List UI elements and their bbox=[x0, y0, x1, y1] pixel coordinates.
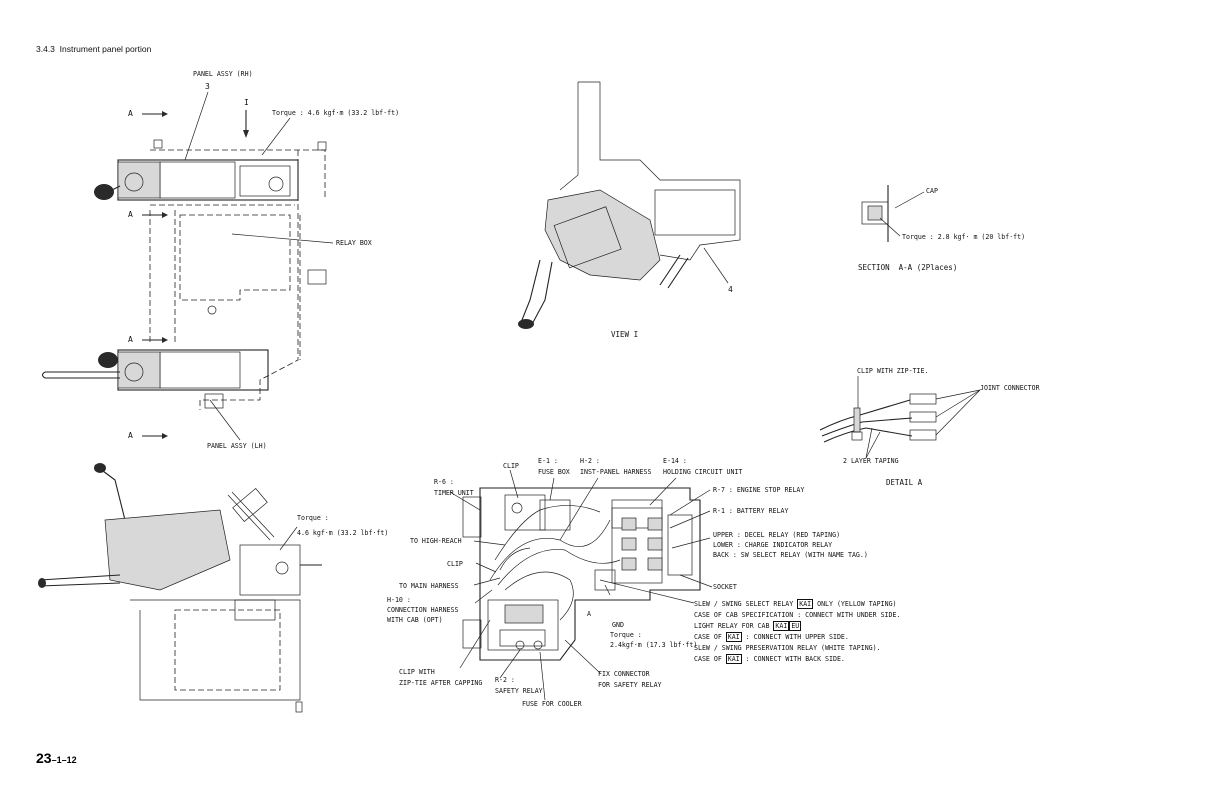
label-torque-lower-2: 4.6 kgf·m (33.2 lbf·ft) bbox=[297, 529, 389, 537]
label-clip-mid: CLIP bbox=[447, 560, 463, 568]
label-r1: R-1 : BATTERY RELAY bbox=[713, 507, 789, 515]
label-clip-with: CLIP WITH bbox=[399, 668, 435, 676]
note-slew-line4-pre: CASE OF bbox=[694, 633, 726, 641]
label-back: BACK : SW SELECT RELAY (WITH NAME TAG.) bbox=[713, 551, 868, 559]
note-slew-line3-pre: LIGHT RELAY FOR CAB bbox=[694, 622, 774, 630]
label-gnd-torque-value: 2.4kgf·m (17.3 lbf·ft) bbox=[610, 641, 698, 649]
label-clip-top: CLIP bbox=[503, 462, 519, 470]
label-zip-tie-after-capping: ZIP-TIE AFTER CAPPING bbox=[399, 679, 483, 687]
label-section-mark-a1: A bbox=[128, 109, 133, 118]
label-section-mark-a3: A bbox=[128, 335, 133, 344]
label-upper: UPPER : DECEL RELAY (RED TAPING) bbox=[713, 531, 841, 539]
note-slew-line1: SLEW / SWING SELECT RELAY KAI ONLY (YELL… bbox=[694, 599, 897, 609]
label-r2-name: SAFETY RELAY bbox=[495, 687, 543, 695]
label-cap: CAP bbox=[926, 187, 938, 195]
label-to-main-harness: TO MAIN HARNESS bbox=[399, 582, 459, 590]
view-i-drawing bbox=[518, 81, 741, 329]
section-aa-drawing bbox=[861, 185, 925, 242]
page-number: 23–1–12 bbox=[36, 750, 77, 768]
label-joint-connector: JOINT CONNECTOR bbox=[980, 384, 1040, 392]
panel-top-view bbox=[41, 91, 334, 441]
note-slew-line4: CASE OF KAI : CONNECT WITH UPPER SIDE. bbox=[694, 632, 849, 642]
note-slew-line6: CASE OF KAI : CONNECT WITH BACK SIDE. bbox=[694, 654, 845, 664]
note-slew-line2: CASE OF CAB SPECIFICATION : CONNECT WITH… bbox=[694, 611, 901, 619]
label-e14-code: E-14 : bbox=[663, 457, 687, 465]
note-slew-line1-post: ONLY (YELLOW TAPING) bbox=[813, 600, 897, 608]
note-slew-line6-pre: CASE OF bbox=[694, 655, 726, 663]
label-gnd: GND bbox=[612, 621, 624, 629]
kai-box-4: KAI bbox=[725, 654, 742, 664]
note-slew-line6-post: : CONNECT WITH BACK SIDE. bbox=[741, 655, 845, 663]
label-socket: SOCKET bbox=[713, 583, 737, 591]
label-r7: R-7 : ENGINE STOP RELAY bbox=[713, 486, 805, 494]
label-torque-lower-1: Torque : bbox=[297, 514, 329, 522]
label-2-layer-taping: 2 LAYER TAPING bbox=[843, 457, 899, 465]
label-torque-top: Torque : 4.6 kgf·m (33.2 lbf·ft) bbox=[272, 109, 400, 117]
label-item-4: 4 bbox=[728, 285, 733, 294]
page-number-sub: –1–12 bbox=[51, 755, 77, 765]
note-slew-line4-post: : CONNECT WITH UPPER SIDE. bbox=[741, 633, 849, 641]
detail-a-title: DETAIL A bbox=[886, 478, 923, 487]
label-e1-name: FUSE BOX bbox=[538, 468, 570, 476]
section-aa-title: SECTION A-A (2Places) bbox=[858, 263, 958, 272]
kai-box-1: KAI bbox=[797, 599, 814, 609]
label-section-mark-a2: A bbox=[128, 210, 133, 219]
label-e1-code: E-1 : bbox=[538, 457, 558, 465]
label-section-mark-a4: A bbox=[128, 431, 133, 440]
panel-side-view bbox=[38, 463, 322, 713]
relay-box-drawing bbox=[449, 469, 713, 701]
label-to-high-reach: TO HIGH-REACH bbox=[410, 537, 462, 545]
eu-box: EU bbox=[789, 621, 802, 631]
label-h10-code: H-10 : bbox=[387, 596, 411, 604]
label-r6-code: R-6 : bbox=[434, 478, 454, 486]
label-r6-name: TIMER UNIT bbox=[434, 489, 474, 497]
label-item-3: 3 bbox=[205, 82, 210, 91]
label-panel-assy-rh: PANEL ASSY (RH) bbox=[193, 70, 253, 78]
kai-box-3: KAI bbox=[725, 632, 742, 642]
kai-box-2: KAI bbox=[773, 621, 790, 631]
note-slew-line5: SLEW / SWING PRESERVATION RELAY (WHITE T… bbox=[694, 644, 881, 652]
label-clip-zip-tie: CLIP WITH ZIP-TIE. bbox=[857, 367, 929, 375]
label-gnd-torque: Torque : bbox=[610, 631, 642, 639]
label-mark-a: A bbox=[587, 610, 591, 618]
label-h10-line1: CONNECTION HARNESS bbox=[387, 606, 459, 614]
label-r2-code: R-2 : bbox=[495, 676, 515, 684]
view-i-title: VIEW I bbox=[611, 330, 639, 339]
label-h10-line2: WITH CAB (OPT) bbox=[387, 616, 443, 624]
label-relay-box: RELAY BOX bbox=[336, 239, 372, 247]
label-h2-name: INST-PANEL HARNESS bbox=[580, 468, 652, 476]
label-torque-aa: Torque : 2.8 kgf· m (20 lbf·ft) bbox=[902, 233, 1026, 241]
label-fix-connector-2: FOR SAFETY RELAY bbox=[598, 681, 662, 689]
label-e14-name: HOLDING CIRCUIT UNIT bbox=[663, 468, 743, 476]
label-panel-assy-lh: PANEL ASSY (LH) bbox=[207, 442, 267, 450]
label-fuse-for-cooler: FUSE FOR COOLER bbox=[522, 700, 582, 708]
label-h2-code: H-2 : bbox=[580, 457, 600, 465]
label-fix-connector-1: FIX CONNECTOR bbox=[598, 670, 650, 678]
note-slew-line1-pre: SLEW / SWING SELECT RELAY bbox=[694, 600, 798, 608]
label-view-marker: I bbox=[244, 98, 249, 107]
page-number-main: 23 bbox=[36, 750, 52, 766]
detail-a-drawing bbox=[819, 376, 981, 459]
label-lower: LOWER : CHARGE INDICATOR RELAY bbox=[713, 541, 833, 549]
section-heading: 3.4.3 Instrument panel portion bbox=[36, 44, 152, 54]
